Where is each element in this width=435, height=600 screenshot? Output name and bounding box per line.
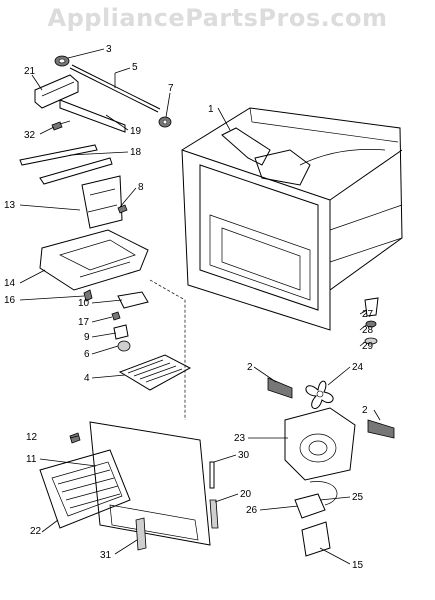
probe-part: [209, 461, 215, 489]
watermark: AppliancePartsPros.com: [47, 4, 388, 32]
tray-part: [39, 229, 149, 291]
vertical-bracket-part: [81, 175, 123, 229]
callout-label: 24: [352, 362, 364, 373]
callout-label: 26: [246, 505, 258, 516]
callout-label: 32: [24, 130, 36, 141]
callout-label: 20: [240, 489, 252, 500]
callout-label: 6: [84, 349, 90, 360]
callout-label: 23: [234, 433, 246, 444]
callout-label: 27: [362, 309, 374, 320]
callout-label: 28: [362, 325, 374, 336]
callout-label: 18: [130, 147, 142, 158]
callout-label: 5: [132, 62, 138, 73]
callout-label: 25: [352, 492, 364, 503]
callout-label: 10: [78, 298, 90, 309]
callout-label: 30: [238, 450, 250, 461]
callout-label: 22: [30, 526, 42, 537]
grille-part: [39, 449, 131, 529]
callout-label: 11: [26, 454, 37, 465]
lens-part: [118, 354, 192, 391]
pad-part-left: [267, 377, 293, 399]
callout-label: 4: [84, 373, 90, 384]
bulb-part: [117, 340, 131, 352]
callout-label: 21: [24, 66, 36, 77]
screw-part-12: [69, 432, 81, 444]
screw-part-17: [111, 311, 121, 321]
pad-part-right: [367, 419, 395, 439]
callout-label: 8: [138, 182, 144, 193]
clip-part: [83, 289, 93, 302]
callout-label: 7: [168, 83, 174, 94]
callout-label: 29: [362, 341, 374, 352]
callout-label: 31: [100, 550, 112, 561]
callout-label: 17: [78, 317, 90, 328]
rod-part: [69, 64, 161, 113]
callout-labels: 1 2 2 3 4 5 6 7 8 9 10 11 12 13 14 15 16…: [4, 44, 374, 571]
callout-label: 13: [4, 200, 16, 211]
bracket-part: [34, 74, 79, 109]
callout-label: 1: [208, 104, 214, 115]
gear-part: [158, 116, 172, 128]
callout-label: 15: [352, 560, 364, 571]
fan-housing-part: [284, 407, 356, 481]
callout-label: 3: [106, 44, 112, 55]
motor-part: [294, 481, 338, 519]
post-part: [135, 517, 147, 551]
housing-part: [117, 291, 149, 309]
strip-part: [209, 499, 219, 529]
leveler-part: [364, 297, 379, 345]
callout-label: 12: [26, 432, 38, 443]
leader-lines: [19, 48, 381, 565]
bulb-socket-part: [113, 324, 129, 340]
screw-part-8: [117, 204, 128, 214]
freezer-bin: [181, 107, 403, 331]
callout-label: 2: [362, 405, 368, 416]
slide-part: [19, 144, 98, 166]
callout-label: 16: [4, 295, 16, 306]
nut-part: [54, 55, 70, 67]
motor-bracket-part: [301, 521, 331, 557]
panel-part: [89, 421, 211, 546]
callout-label: 9: [84, 332, 90, 343]
screw-part: [51, 120, 71, 131]
callout-label: 19: [130, 126, 142, 137]
rail-part: [59, 99, 126, 133]
callout-label: 14: [4, 278, 16, 289]
fan-blade-part: [305, 380, 334, 409]
callout-label: 2: [247, 362, 253, 373]
